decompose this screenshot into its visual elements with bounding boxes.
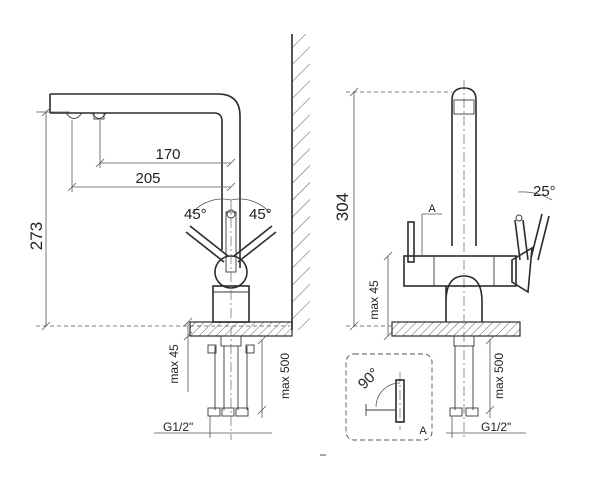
reach-205-label: 205: [135, 170, 160, 187]
worktop-front: [189, 321, 293, 337]
dimension-max-500-side: max 500: [485, 335, 506, 418]
faucet-body-side: [403, 191, 553, 322]
worktop-side: [391, 321, 521, 337]
thread-front-label: G1/2": [163, 420, 193, 434]
thread-front: G1/2": [154, 416, 272, 438]
dimension-170: 170: [95, 120, 236, 168]
thread-side: G1/2": [446, 416, 526, 438]
front-view: 273 170 205 45° 45° max 45: [27, 34, 310, 440]
under-counter-front: [207, 200, 255, 440]
spout: [49, 93, 241, 268]
detail-a-angle-label: 90°: [355, 365, 383, 393]
max-500-front-label: max 500: [278, 353, 292, 399]
dimension-273: 273: [27, 107, 290, 331]
levers-front: [185, 198, 277, 263]
dimension-max-45-front: max 45: [167, 317, 193, 392]
height-273-label: 273: [27, 222, 46, 250]
under-counter-side: [449, 335, 479, 417]
spout-column-side: [451, 80, 477, 440]
angle-right-label: 45°: [249, 206, 272, 223]
max-45-side-label: max 45: [367, 280, 381, 320]
detail-a-label: A: [419, 425, 427, 437]
thread-side-label: G1/2": [481, 420, 511, 434]
angle-side-label: 25°: [533, 183, 556, 200]
marker-a: A: [421, 203, 442, 256]
detail-a: 90° A: [345, 353, 433, 441]
dimension-max-500-front: max 500: [257, 335, 292, 418]
max-45-front-label: max 45: [167, 344, 181, 384]
height-304-label: 304: [333, 193, 352, 221]
dimension-304: 304: [333, 87, 452, 331]
max-500-side-label: max 500: [492, 353, 506, 399]
side-view: 304 A 25° max 45 max 500 G1/2": [333, 80, 556, 440]
angle-left-label: 45°: [184, 206, 207, 223]
marker-a-label: A: [428, 203, 436, 215]
wall: [291, 34, 310, 330]
dimension-205: 205: [67, 120, 236, 192]
dimension-max-45-side: max 45: [367, 251, 393, 341]
reach-170-label: 170: [155, 146, 180, 163]
